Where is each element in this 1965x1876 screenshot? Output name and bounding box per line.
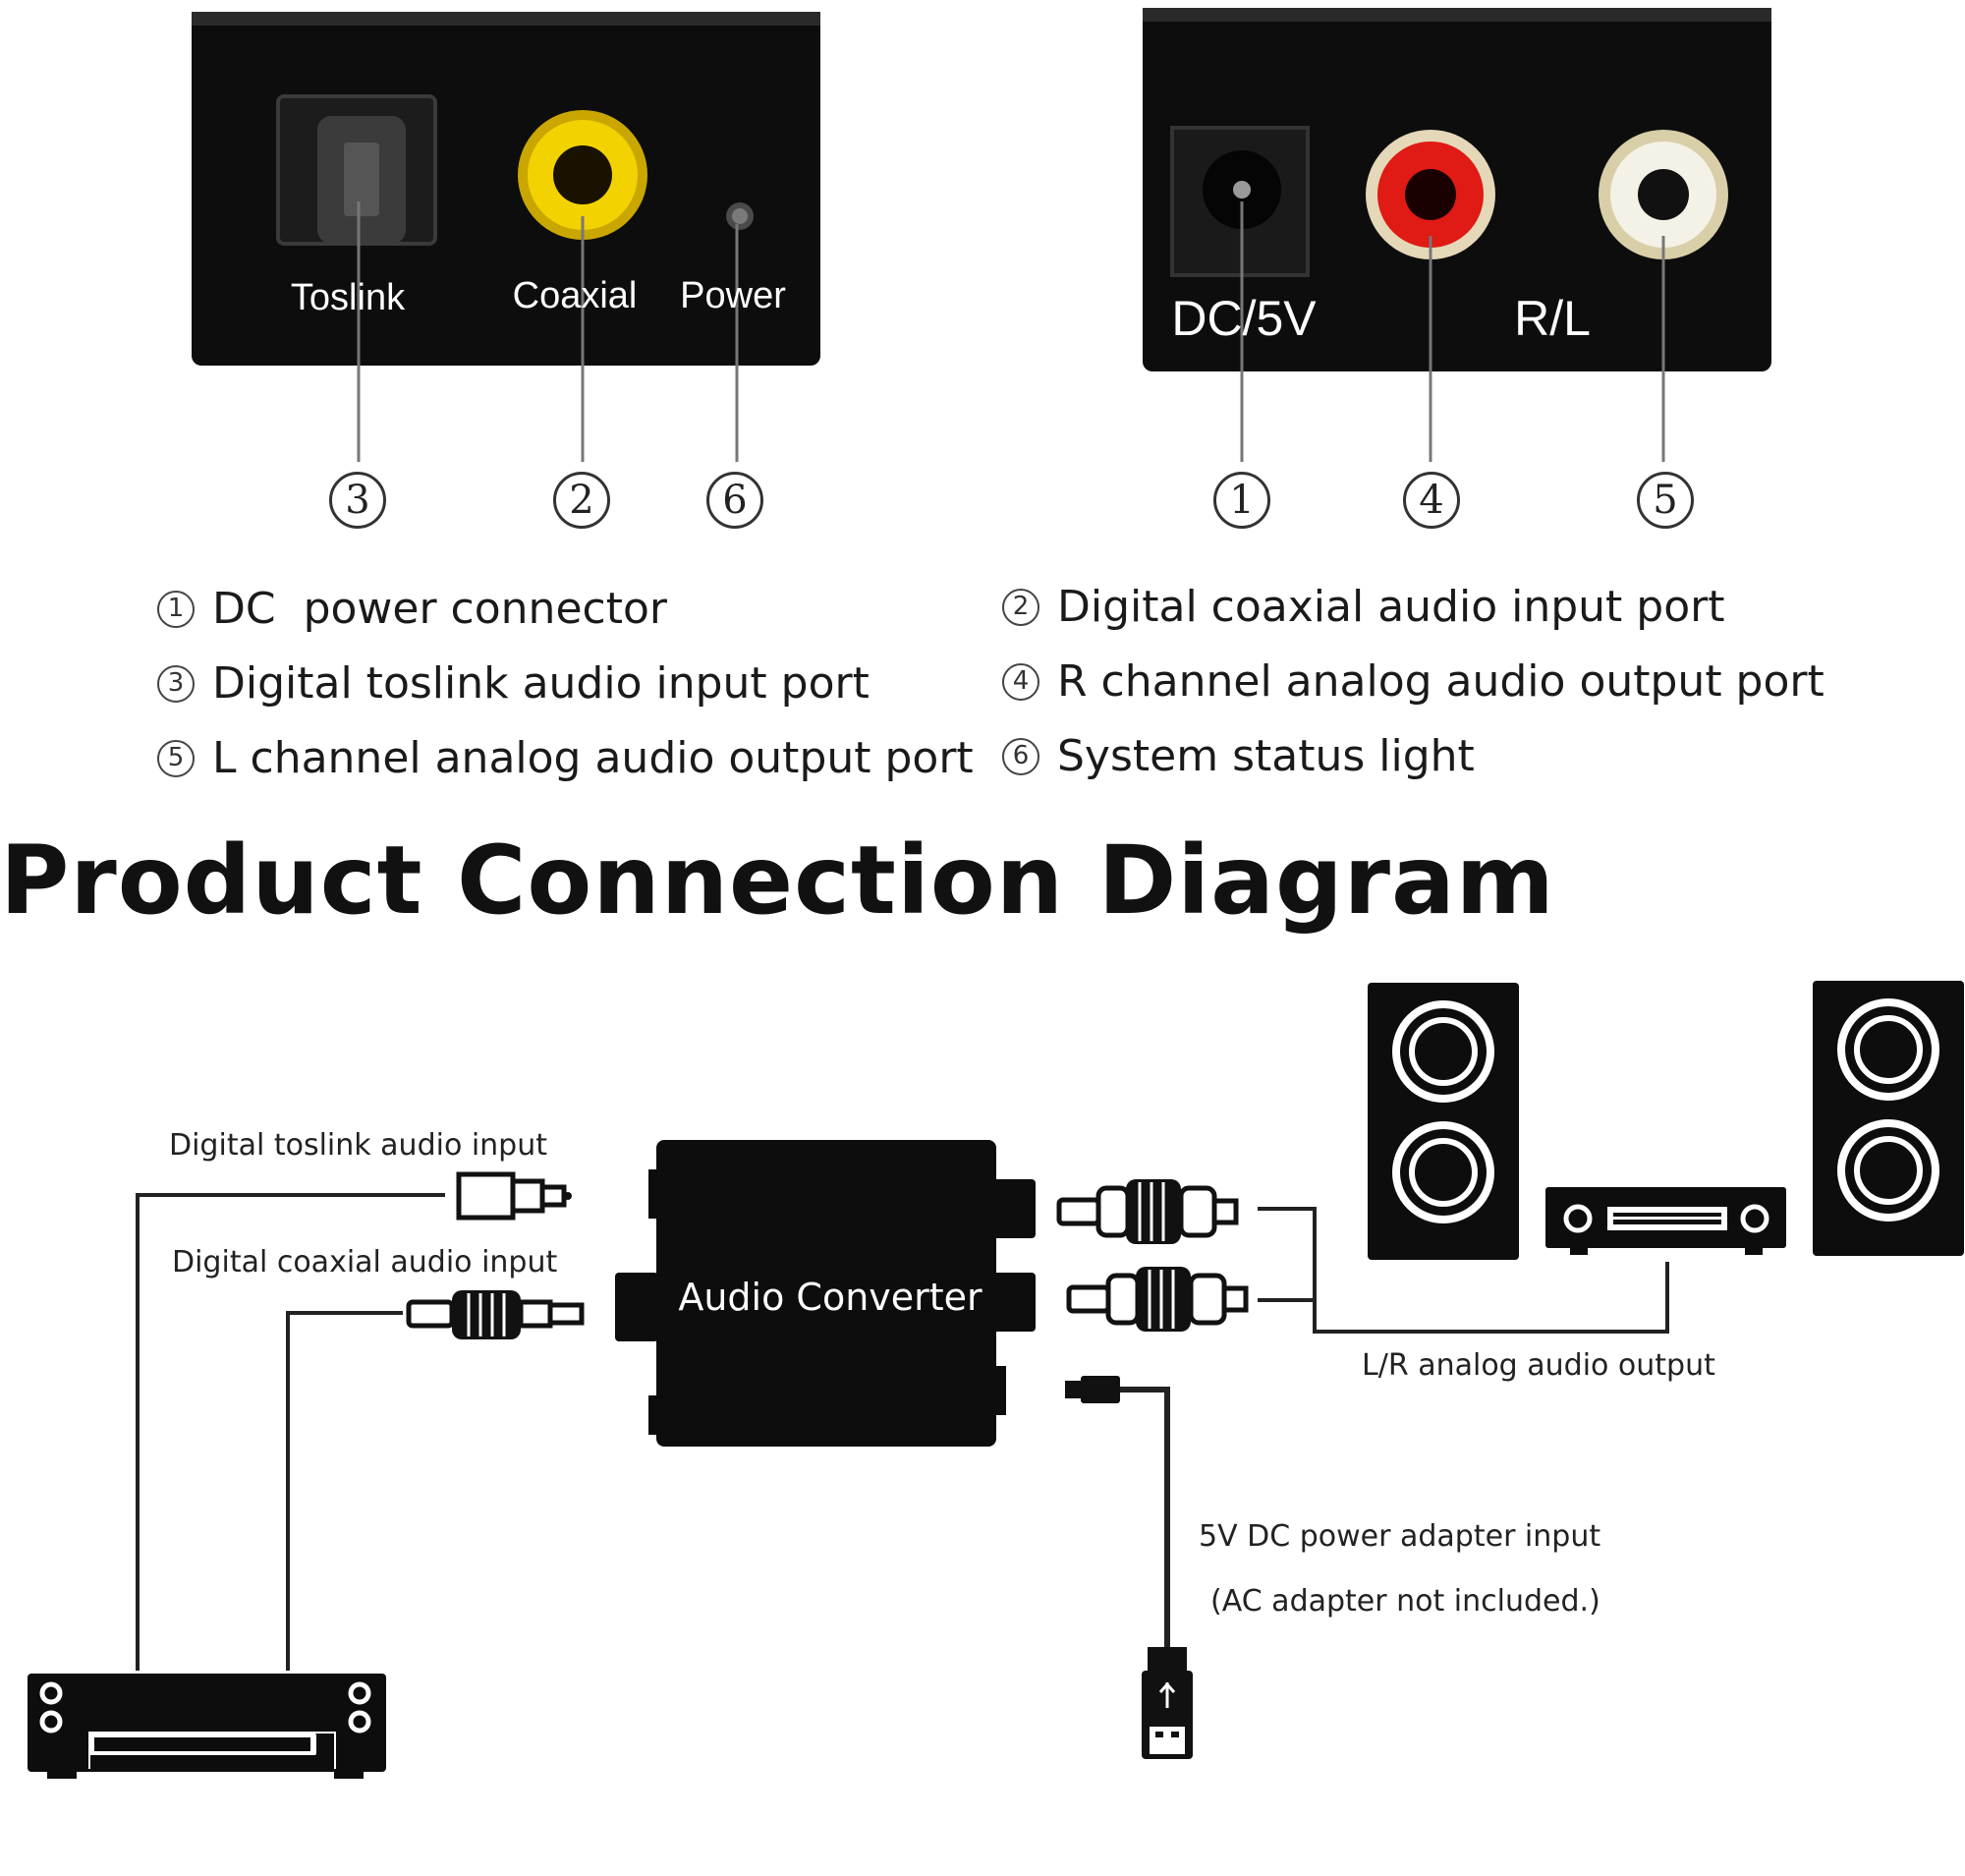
rca-output-plug-bottom	[1066, 1267, 1249, 1332]
coaxial-plug	[406, 1290, 585, 1339]
coaxial-jack	[518, 110, 647, 240]
legend-number: 2	[1002, 588, 1039, 626]
legend-text: DC power connector	[212, 584, 667, 634]
legend-number: 1	[157, 590, 195, 628]
legend-item-toslink: 3 Digital toslink audio input port	[157, 658, 870, 709]
legend-number: 4	[1002, 662, 1039, 701]
marker-2: 2	[553, 472, 610, 529]
power-input-label: 5V DC power adapter input	[1199, 1519, 1601, 1554]
marker-3: 3	[329, 472, 386, 529]
right-channel-jack	[1366, 130, 1495, 259]
audio-converter-box	[615, 1140, 1036, 1447]
legend-item-l-channel: 5 L channel analog audio output port	[157, 733, 974, 783]
legend-item-dc-power: 1 DC power connector	[157, 584, 667, 634]
marker-1: 1	[1213, 472, 1270, 529]
legend-number: 6	[1002, 737, 1039, 775]
legend-item-status-light: 6 System status light	[1002, 731, 1475, 781]
analog-output-label: L/R analog audio output	[1362, 1348, 1715, 1383]
toslink-port	[276, 94, 437, 246]
audio-converter-label: Audio Converter	[678, 1276, 982, 1319]
section-title: Product Connection Diagram	[0, 825, 1555, 936]
legend-text: Digital toslink audio input port	[212, 658, 870, 709]
callout-lines	[357, 201, 1665, 462]
marker-6: 6	[706, 472, 763, 529]
rca-output-plug-top	[1056, 1179, 1239, 1244]
marker-5: 5	[1637, 472, 1694, 529]
toslink-port-label: Toslink	[290, 277, 406, 318]
power-adapter-note: (AC adapter not included.)	[1210, 1584, 1600, 1619]
power-led-label: Power	[680, 275, 786, 316]
left-speaker	[1368, 983, 1519, 1260]
legend-number: 3	[157, 664, 195, 703]
toslink-input-label: Digital toslink audio input	[169, 1128, 548, 1163]
legend-item-r-channel: 4 R channel analog audio output port	[1002, 656, 1825, 707]
dc-port-label: DC/5V	[1171, 291, 1317, 346]
legend-text: System status light	[1057, 731, 1475, 781]
output-cables	[1258, 1207, 1669, 1334]
power-cable	[1065, 1376, 1193, 1759]
right-speaker	[1813, 981, 1964, 1256]
legend-item-coaxial: 2 Digital coaxial audio input port	[1002, 582, 1724, 632]
legend-text: R channel analog audio output port	[1057, 656, 1825, 707]
coaxial-input-label: Digital coaxial audio input	[172, 1245, 558, 1279]
marker-4: 4	[1403, 472, 1460, 529]
toslink-plug	[456, 1171, 572, 1221]
output-side-panel	[1143, 8, 1771, 371]
left-channel-jack	[1599, 130, 1728, 259]
rl-ports-label: R/L	[1514, 291, 1591, 346]
source-device	[28, 1674, 386, 1779]
power-status-led	[726, 202, 754, 230]
dc-power-jack	[1170, 126, 1310, 277]
legend-text: L channel analog audio output port	[212, 733, 974, 783]
input-side-panel	[192, 12, 820, 366]
coaxial-port-label: Coaxial	[512, 275, 638, 316]
amplifier	[1545, 1187, 1786, 1255]
legend-text: Digital coaxial audio input port	[1057, 582, 1725, 632]
input-cables	[136, 1193, 445, 1671]
legend-number: 5	[157, 739, 195, 777]
